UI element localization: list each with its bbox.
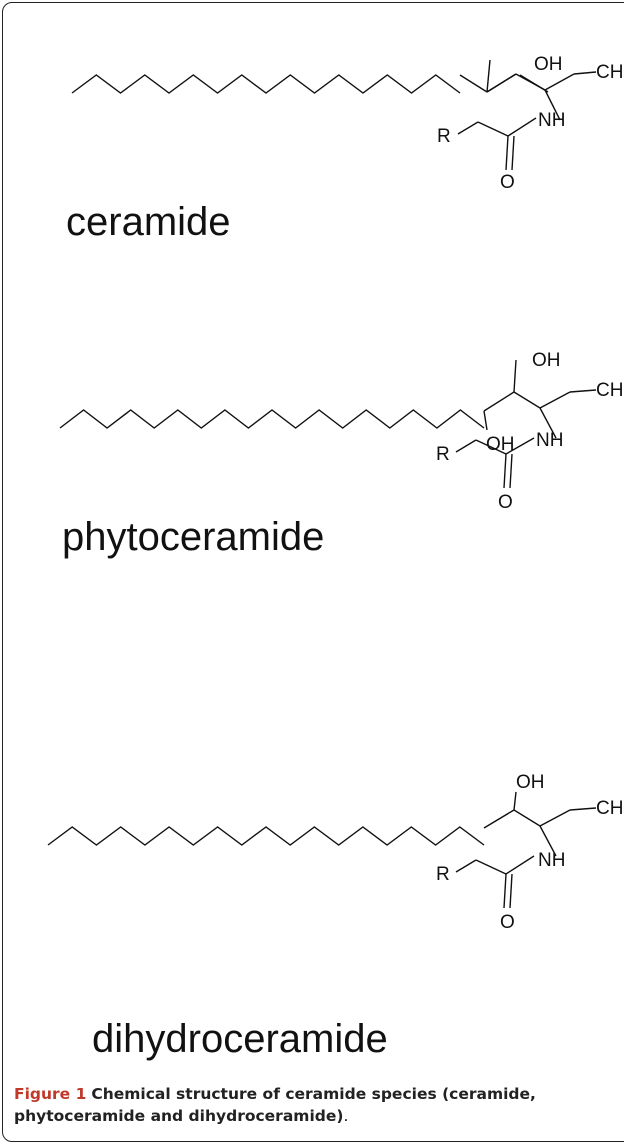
ceramide-structure: OH CH₂OH NH R O (71, 54, 624, 193)
phytoceramide-r-label: R (436, 444, 450, 465)
ceramide-name: ceramide (66, 200, 231, 244)
dihydroceramide-oh-label: OH (516, 772, 545, 793)
figure-label: Figure 1 (14, 1085, 87, 1103)
dihydroceramide-alkyl-chain (47, 826, 485, 846)
ceramide-ch2oh-label: CH₂OH (596, 62, 624, 83)
phytoceramide-structure: OH OH CH₂OH NH R (59, 350, 624, 489)
phytoceramide-alkyl-chain (59, 409, 485, 429)
dihydroceramide-name: dihydroceramide (92, 1017, 388, 1061)
dihydroceramide-ch2oh-label: CH₂OH (596, 798, 624, 819)
dihydroceramide-structure: OH CH₂OH NH R O (47, 772, 624, 933)
phytoceramide-o-label: O (498, 492, 513, 513)
dihydroceramide-o-label: O (500, 912, 515, 933)
phytoceramide-name: phytoceramide (62, 515, 325, 559)
figure-caption: Figure 1 Chemical structure of ceramide … (14, 1083, 622, 1127)
dihydroceramide-nh-label: NH (538, 850, 565, 871)
dihydroceramide-r-label: R (436, 864, 450, 885)
phytoceramide-oh-top-label: OH (532, 350, 561, 371)
phytoceramide-nh-label: NH (536, 430, 563, 451)
ceramide-o-label: O (500, 172, 515, 193)
ceramide-oh-label: OH (534, 54, 563, 75)
ceramide-nh-label: NH (538, 110, 565, 131)
phytoceramide-ch2oh-label: CH₂OH (596, 380, 624, 401)
phytoceramide-oh-bottom-label: OH (486, 434, 515, 455)
ceramide-alkyl-chain (71, 74, 461, 94)
figure-caption-end: . (343, 1107, 349, 1125)
ceramide-r-label: R (437, 126, 451, 147)
phytoceramide-o-label-area: O (498, 492, 513, 513)
figure-caption-text: Chemical structure of ceramide species (… (14, 1085, 536, 1125)
